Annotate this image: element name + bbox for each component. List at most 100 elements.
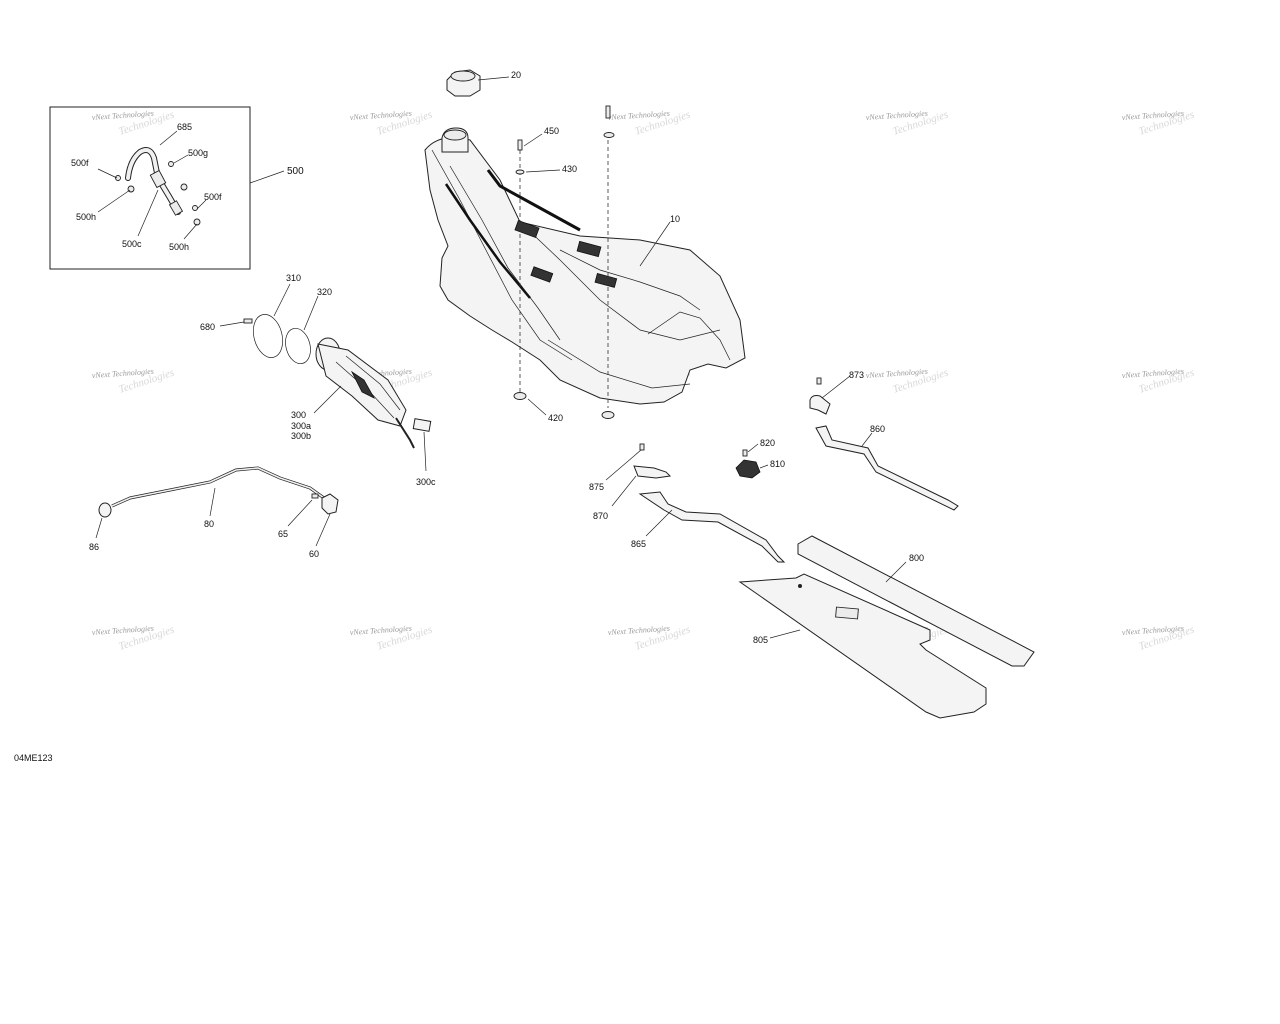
callout-300: 300 [291, 410, 306, 420]
tank-body [424, 137, 746, 405]
leader-line [97, 168, 118, 179]
watermark-text: vNext Technologies [1122, 367, 1185, 380]
leader-line [287, 499, 313, 527]
watermark-row-3: Technologies vNext Technologies Technolo… [92, 624, 1196, 653]
watermark-text: vNext Technologies [92, 367, 155, 380]
heat-shield-805 [738, 573, 987, 719]
watermark-text: vNext Technologies [92, 109, 155, 122]
callout-65: 65 [278, 529, 288, 539]
shield-cutout [835, 606, 859, 620]
leader-line [861, 432, 873, 447]
pump-sender [350, 370, 375, 399]
leader-line [747, 443, 759, 453]
strap-865 [638, 491, 786, 563]
leader-line [303, 295, 319, 331]
callout-870: 870 [593, 511, 608, 521]
diagram-code: 04ME123 [14, 753, 53, 763]
callout-500h-left: 500h [76, 212, 96, 222]
callout-685: 685 [177, 122, 192, 132]
callout-820: 820 [760, 438, 775, 448]
callout-860: 860 [870, 424, 885, 434]
callout-320: 320 [317, 287, 332, 297]
clip-870 [633, 465, 672, 479]
vent-hose-inner [111, 467, 325, 507]
watermark-text: vNext Technologies [1122, 109, 1185, 122]
pad-800 [797, 535, 1035, 667]
leader-line [173, 154, 189, 164]
leader-line [97, 189, 131, 213]
leader-line [639, 221, 671, 267]
hose-connector [168, 200, 184, 216]
inset-hose-assembly: 500 685 500g 500f 500f 500h 500c 500h [49, 106, 304, 270]
tank-edge [449, 165, 561, 341]
vent-valve-86 [98, 502, 112, 518]
leader-line [219, 321, 245, 327]
tank-lower-contour [547, 339, 691, 389]
callout-20: 20 [511, 70, 521, 80]
callout-86: 86 [89, 542, 99, 552]
watermark-text: vNext Technologies [92, 624, 155, 637]
callout-430: 430 [562, 164, 577, 174]
leader-line [645, 509, 673, 537]
callout-873: 873 [849, 370, 864, 380]
watermark-text: vNext Technologies [866, 109, 929, 122]
fuel-tank-group: 20 10 450 430 [424, 69, 746, 423]
leader-line [525, 169, 561, 173]
screw-875 [639, 443, 645, 451]
leader-line [885, 561, 907, 583]
check-valve-60 [321, 493, 339, 515]
leader-line [249, 170, 285, 184]
callout-865: 865 [631, 539, 646, 549]
callout-800: 800 [909, 553, 924, 563]
callout-60: 60 [309, 549, 319, 559]
callout-500h-right: 500h [169, 242, 189, 252]
clamp [168, 161, 174, 167]
washer-430 [515, 169, 525, 175]
callout-500f-left: 500f [71, 158, 89, 168]
callout-300c: 300c [416, 477, 436, 487]
watermark-text: vNext Technologies [866, 367, 929, 380]
callout-500c: 500c [122, 239, 142, 249]
watermark-text: vNext Technologies [350, 624, 413, 637]
leader-line [821, 375, 851, 399]
mounting-hardware-group: 873 860 820 810 875 870 865 800 805 [589, 370, 1035, 719]
tank-rail [444, 183, 531, 299]
callout-420: 420 [548, 413, 563, 423]
tank-strap-edge [486, 169, 581, 232]
clamp [193, 218, 201, 226]
leader-line [137, 189, 159, 237]
tank-edge [431, 149, 573, 361]
callout-300a: 300a [291, 421, 311, 431]
leader-line [183, 223, 198, 240]
pump-filter-300c [412, 418, 432, 432]
leader-line [523, 133, 543, 147]
watermark-text: vNext Technologies [350, 109, 413, 122]
hose-connector [149, 169, 167, 189]
callout-450: 450 [544, 126, 559, 136]
leader-line [313, 385, 342, 414]
clamp-65 [311, 493, 319, 499]
screw [816, 377, 822, 385]
callout-80: 80 [204, 519, 214, 529]
inset-frame [49, 106, 251, 270]
leader-line [196, 199, 207, 210]
callout-500: 500 [287, 166, 304, 177]
tank-seat-recess [647, 311, 731, 361]
callout-875: 875 [589, 482, 604, 492]
leader-line [759, 464, 769, 469]
leader-line [95, 517, 103, 539]
callout-805: 805 [753, 635, 768, 645]
vent-hose-80 [111, 466, 325, 508]
cap-top [450, 70, 476, 82]
callout-810: 810 [770, 459, 785, 469]
screw-680 [243, 318, 253, 324]
watermark-text: vNext Technologies [608, 109, 671, 122]
grommet-420 [601, 411, 615, 419]
callout-310: 310 [286, 273, 301, 283]
leader-line [611, 475, 637, 507]
tank-mount-tab [514, 220, 540, 238]
tank-mount-tab [530, 266, 554, 283]
leader-line [769, 629, 801, 639]
grommet-420 [513, 392, 527, 400]
